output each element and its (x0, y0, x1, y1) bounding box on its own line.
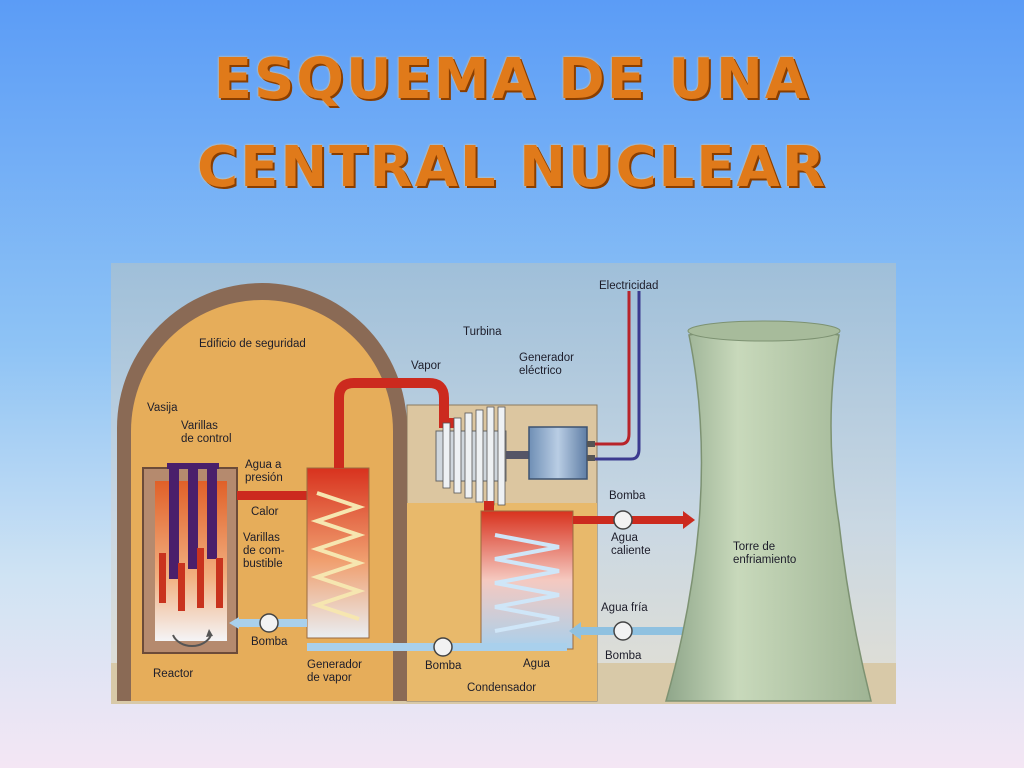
label-varillas-control-2: de control (181, 433, 232, 445)
label-generador-vapor-1: Generador (307, 659, 362, 671)
label-condensador: Condensador (467, 682, 536, 694)
label-generador-electrico-2: eléctrico (519, 365, 562, 377)
label-bomba-reactor: Bomba (251, 636, 288, 648)
label-calor: Calor (251, 506, 279, 518)
page-title-line-1: ESQUEMA DE UNA (213, 47, 811, 112)
nuclear-plant-diagram: Edificio de seguridad Vasija Varillas de… (111, 263, 896, 704)
label-agua-caliente-1: Agua (611, 532, 638, 544)
label-vasija: Vasija (147, 402, 178, 414)
page-title-line-2: CENTRAL NUCLEAR (197, 135, 827, 200)
control-rod (207, 469, 217, 559)
turbine (435, 406, 507, 506)
fuel-rod (159, 553, 166, 603)
label-turbina: Turbina (463, 326, 502, 338)
hot-water-pipe (237, 491, 307, 500)
label-electricidad: Electricidad (599, 280, 658, 292)
label-bomba-fria: Bomba (605, 650, 642, 662)
condenser-coil (494, 533, 560, 633)
label-vapor: Vapor (411, 360, 441, 372)
steam-pipe (334, 378, 456, 468)
label-edificio: Edificio de seguridad (199, 338, 306, 350)
steam-generator-coil (310, 491, 366, 621)
label-varillas-comb-3: bustible (243, 558, 283, 570)
label-torre-1: Torre de (733, 541, 775, 553)
label-agua: Agua (523, 658, 550, 670)
control-rods-bar (167, 463, 219, 469)
control-rod (169, 469, 179, 579)
reactor-flow-arrow (172, 634, 212, 648)
label-generador-electrico-1: Generador (519, 352, 574, 364)
label-agua-presion-2: presión (245, 472, 283, 484)
label-varillas-comb-1: Varillas (243, 532, 280, 544)
label-varillas-control-1: Varillas (181, 420, 218, 432)
fuel-rod (216, 558, 223, 608)
reactor-pump (259, 613, 279, 633)
cold-water-pump (613, 621, 633, 641)
label-bomba-condensador: Bomba (425, 660, 462, 672)
condenser (480, 510, 574, 650)
label-reactor: Reactor (153, 668, 193, 680)
cooling-tower-top (687, 320, 841, 342)
label-agua-caliente-2: caliente (611, 545, 651, 557)
turbine-shaft (506, 451, 530, 459)
exhaust-pipe (484, 501, 494, 513)
electric-generator (528, 426, 588, 480)
label-agua-presion-1: Agua a (245, 459, 282, 471)
fuel-rod (197, 548, 204, 608)
hot-water-pump (613, 510, 633, 530)
label-torre-2: enfriamiento (733, 554, 796, 566)
electricity-line-blue (595, 291, 641, 461)
label-generador-vapor-2: de vapor (307, 672, 352, 684)
label-bomba-caliente: Bomba (609, 490, 646, 502)
electricity-line-red (595, 291, 631, 446)
label-agua-fria: Agua fría (601, 602, 648, 614)
fuel-rod (178, 563, 185, 611)
label-varillas-comb-2: de com- (243, 545, 285, 557)
control-rod (188, 469, 198, 569)
condenser-pump (433, 637, 453, 657)
